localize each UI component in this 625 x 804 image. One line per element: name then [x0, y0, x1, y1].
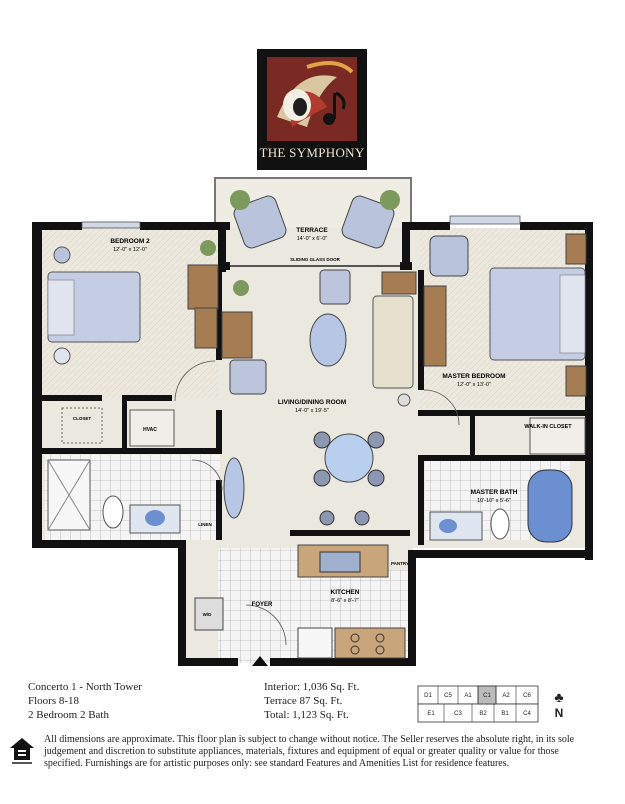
label-sliding-door: SLIDING GLASS DOOR [290, 257, 341, 262]
key-c4: C4 [523, 711, 531, 717]
label-bedroom-2: BEDROOM 2 [110, 238, 150, 245]
label-kitchen: KITCHEN [331, 589, 360, 596]
label-living-size: 14'-0" x 19'-5" [295, 408, 329, 414]
label-hvac: HVAC [143, 427, 157, 433]
logo-art-shapes [267, 57, 357, 141]
label-pantry: PANTRY [391, 561, 409, 566]
key-c1: C1 [483, 693, 491, 699]
key-c5: C5 [444, 693, 452, 699]
disclaimer: All dimensions are approximate. This flo… [44, 734, 575, 769]
dining-table [324, 433, 374, 483]
key-a1: A1 [464, 693, 472, 699]
foyer-floor [218, 548, 298, 663]
key-b2: B2 [479, 711, 487, 717]
key-d1: D1 [424, 693, 432, 699]
label-master-bedroom: MASTER BEDROOM [442, 373, 505, 380]
label-terrace: TERRACE [296, 227, 328, 234]
unit-name: Concerto 1 - North Tower [28, 681, 142, 693]
key-e1: E1 [427, 711, 435, 717]
label-master-bath: MASTER BATH [471, 489, 518, 496]
key-a2: A2 [502, 693, 510, 699]
label-kitchen-size: 8'-6" x 8'-7" [331, 598, 359, 604]
label-foyer: FOYER [252, 602, 273, 608]
key-plan: D1 C5 A1 C1 A2 C6 E1 C3 B2 B1 C4 [414, 684, 542, 724]
unit-info: Concerto 1 - North Tower Floors 8-18 2 B… [28, 680, 142, 722]
unit-floors: Floors 8-18 [28, 695, 80, 707]
compass-label: N [554, 706, 564, 720]
key-plan-diagram: D1 C5 A1 C1 A2 C6 E1 C3 B2 B1 C4 [417, 685, 539, 723]
label-master-bath-size: 10'-10" x 5'-6" [477, 498, 511, 504]
label-bedroom-2-size: 12'-0" x 12'-0" [113, 247, 147, 253]
unit-terrace: Terrace 87 Sq. Ft. [264, 695, 343, 707]
dresser-2 [187, 264, 219, 310]
label-closet-2: CLOSET [73, 416, 92, 421]
floor-plan-drawing: BEDROOM 2 12'-0" x 12'-0" TERRACE 14'-0"… [32, 177, 593, 666]
logo-brand-text: THE SYMPHONY [259, 145, 365, 160]
label-master-bedroom-size: 12'-0" x 13'-0" [457, 382, 491, 388]
unit-beds: 2 Bedroom 2 Bath [28, 709, 109, 721]
coffee-table [309, 313, 347, 367]
unit-total: Total: 1,123 Sq. Ft. [264, 709, 349, 721]
label-wd: W/D [203, 612, 212, 617]
unit-area: Interior: 1,036 Sq. Ft. Terrace 87 Sq. F… [264, 680, 359, 722]
brand-logo: THE SYMPHONY [257, 49, 367, 170]
key-c3: C3 [454, 711, 462, 717]
label-living: LIVING/DINING ROOM [278, 399, 346, 406]
logo-artwork [267, 57, 357, 141]
floor-plan: BEDROOM 2 12'-0" x 12'-0" TERRACE 14'-0"… [0, 170, 625, 670]
key-b1: B1 [501, 711, 509, 717]
compass: ♣ N [548, 692, 570, 722]
label-linen: LINEN [198, 522, 212, 527]
label-terrace-size: 14'-0" x 6'-0" [297, 236, 328, 242]
label-walk-in-closet: WALK-IN CLOSET [524, 424, 572, 430]
sofa [372, 295, 414, 389]
unit-interior: Interior: 1,036 Sq. Ft. [264, 681, 360, 693]
key-c6: C6 [523, 693, 531, 699]
equal-housing-icon [8, 736, 36, 766]
compass-icon: ♣ [554, 691, 564, 706]
